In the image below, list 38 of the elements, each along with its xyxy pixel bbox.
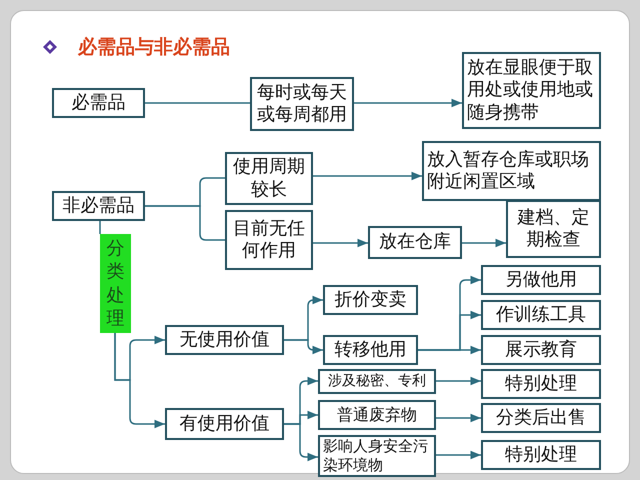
process-box: 每时或每天或每周都用	[250, 77, 354, 131]
arrow	[313, 238, 368, 248]
process-box: 放入暂存仓库或职场附近闲置区域	[422, 141, 601, 201]
process-box: 必需品	[52, 88, 145, 118]
arrow	[354, 98, 462, 108]
arrow	[284, 339, 323, 354]
process-box: 放在显眼便于取用处或使用地或随身携带	[462, 52, 601, 129]
category-label-box: 分类处理	[100, 234, 131, 333]
arrow	[114, 333, 165, 428]
process-box: 特别处理	[481, 369, 601, 399]
connector-line	[145, 102, 250, 104]
process-box: 有使用价值	[165, 408, 284, 440]
arrow	[313, 172, 422, 180]
process-box: 无使用价值	[165, 325, 284, 355]
process-box: 影响人身安全污染环境物	[318, 435, 436, 477]
process-box: 涉及秘密、专利	[318, 369, 436, 394]
arrow	[436, 414, 481, 422]
process-box: 目前无任何作用	[225, 210, 313, 270]
process-box: 展示教育	[481, 335, 601, 365]
process-box: 分类后出售	[481, 403, 601, 433]
process-box: 使用周期较长	[225, 152, 313, 205]
connector-line	[145, 205, 225, 241]
connector-line	[99, 221, 101, 234]
process-box: 放在仓库	[368, 226, 462, 259]
process-box: 另做他用	[481, 265, 601, 295]
arrow	[284, 423, 318, 462]
arrow	[462, 238, 506, 248]
process-box: 折价变卖	[323, 285, 418, 315]
process-box: 转移他用	[323, 335, 418, 365]
process-box: 建档、定期检查	[506, 200, 601, 258]
process-box: 特别处理	[481, 440, 601, 470]
arrow	[436, 376, 481, 386]
process-box: 非必需品	[52, 191, 145, 221]
process-box: 作训练工具	[481, 300, 601, 330]
arrow	[418, 346, 481, 354]
arrow	[436, 450, 481, 460]
slide-title: 必需品与非必需品	[78, 35, 230, 60]
process-box: 普通废弃物	[318, 400, 436, 430]
